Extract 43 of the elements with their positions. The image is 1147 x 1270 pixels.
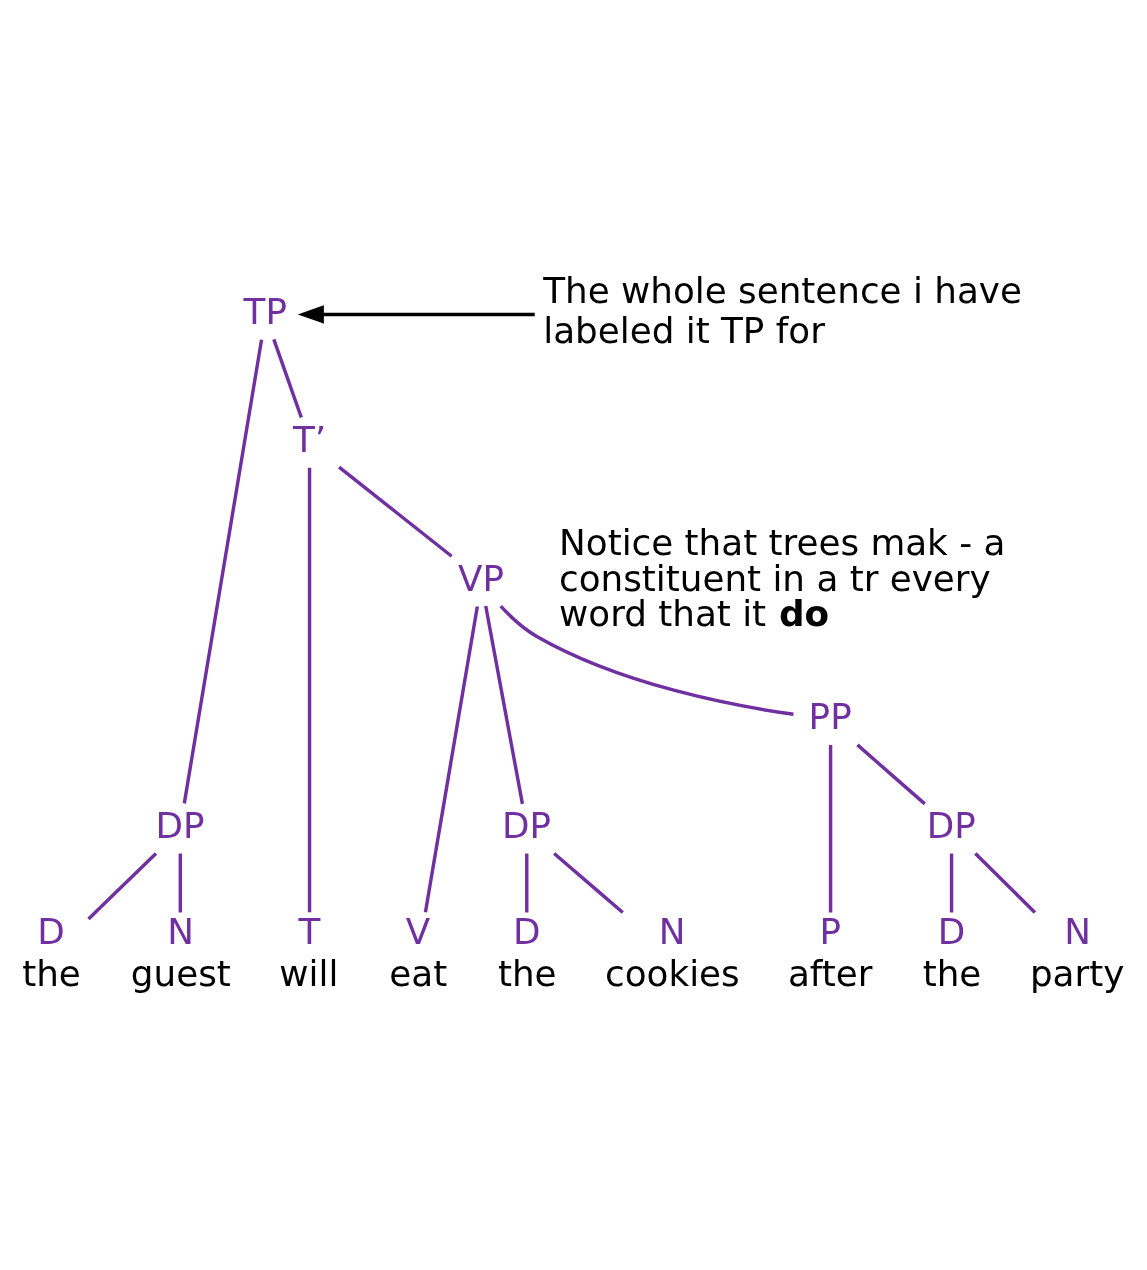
node-label: eat bbox=[389, 952, 448, 994]
node-label: the bbox=[497, 952, 557, 994]
node-label: will bbox=[279, 952, 339, 994]
node-text: D bbox=[937, 910, 966, 952]
node-label: cookies bbox=[605, 952, 740, 994]
connector bbox=[178, 853, 183, 912]
node-text: N bbox=[167, 910, 194, 952]
connector bbox=[553, 851, 624, 914]
connector bbox=[338, 465, 453, 558]
node-text: DP bbox=[502, 804, 552, 846]
node-text: N bbox=[1064, 910, 1092, 952]
node-text: VP bbox=[458, 557, 505, 599]
node-text: DP bbox=[155, 804, 205, 846]
node-text: V bbox=[405, 910, 431, 952]
label: Notice that trees mak - a constituent in a tr every word that it do bbox=[559, 521, 1006, 634]
connector bbox=[525, 853, 529, 912]
node-label: after bbox=[787, 952, 873, 994]
node-text: N bbox=[658, 910, 686, 952]
node-text: D bbox=[37, 910, 65, 952]
connector bbox=[828, 744, 833, 912]
node-label: guest bbox=[130, 952, 231, 994]
connector bbox=[182, 339, 264, 804]
connector bbox=[974, 851, 1037, 914]
connector bbox=[499, 604, 794, 716]
node-label: party bbox=[1029, 952, 1125, 994]
connector bbox=[949, 853, 954, 912]
node-text: P bbox=[819, 910, 842, 952]
node-text: DP bbox=[926, 804, 976, 846]
node-text: TP bbox=[243, 290, 287, 332]
connector bbox=[856, 743, 926, 805]
node-text: T bbox=[298, 910, 321, 952]
node-text: The whole sentence i have labeled it TP for bbox=[543, 269, 1022, 351]
node-text: D bbox=[513, 910, 541, 952]
connector bbox=[423, 605, 480, 912]
arrow bbox=[297, 304, 535, 324]
node-text: T’ bbox=[293, 418, 327, 460]
node-text: PP bbox=[808, 695, 852, 737]
node-label: the bbox=[22, 952, 81, 994]
node-label: the bbox=[922, 952, 982, 994]
connector bbox=[307, 467, 312, 912]
connector bbox=[484, 605, 525, 804]
connector bbox=[272, 338, 303, 418]
connector bbox=[87, 851, 158, 920]
